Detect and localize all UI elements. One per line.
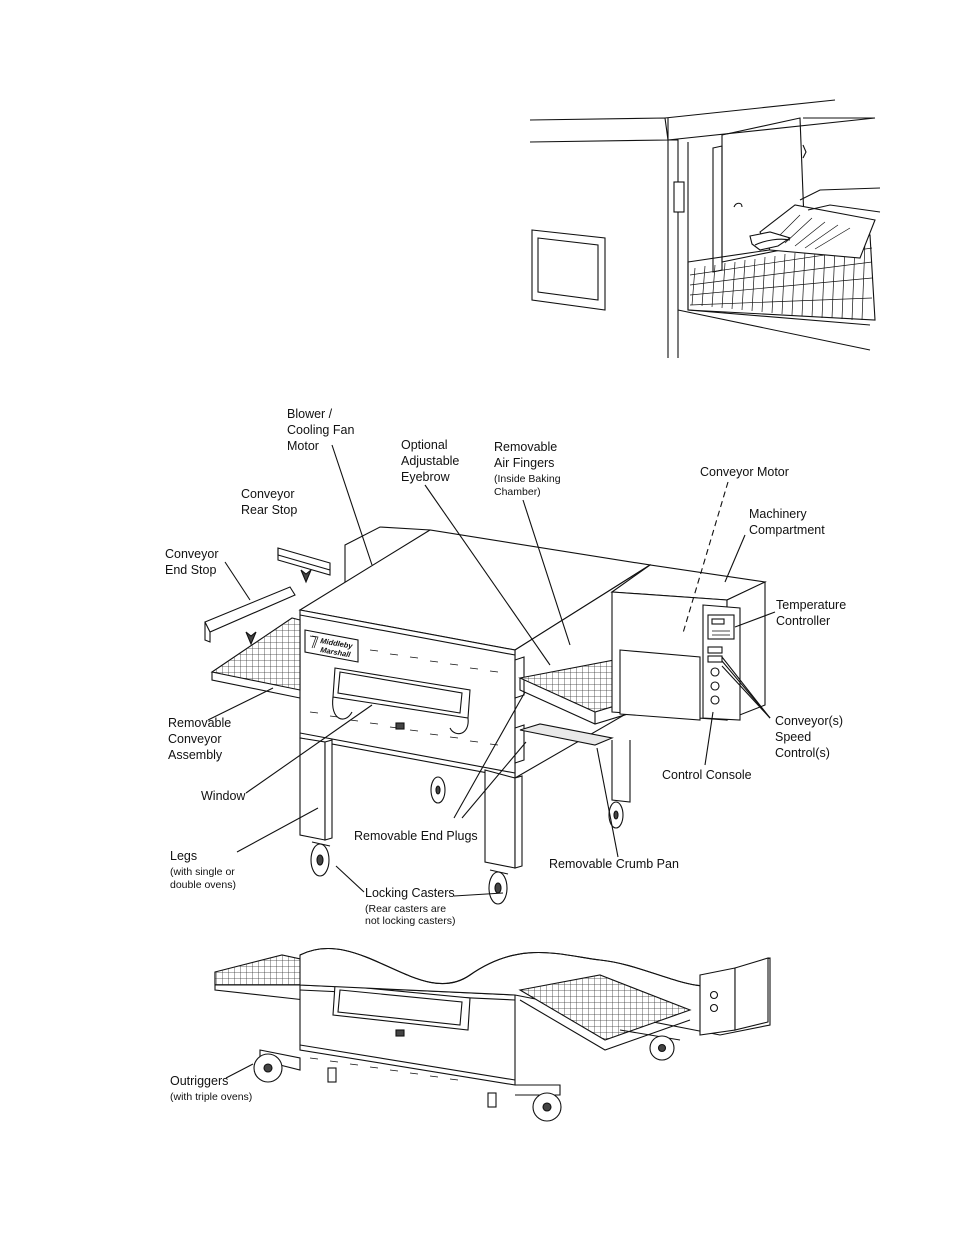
label-rear-stop-1: Conveyor bbox=[241, 487, 295, 501]
label-end-stop-2: End Stop bbox=[165, 563, 216, 577]
left-conveyor-belt bbox=[210, 617, 301, 691]
label-air-fingers-note-2: Chamber) bbox=[494, 486, 541, 498]
label-air-fingers-2: Air Fingers bbox=[494, 456, 554, 470]
brand-plate bbox=[304, 629, 359, 663]
outrigger-caster-right bbox=[532, 1092, 562, 1122]
label-conveyor-motor: Conveyor Motor bbox=[700, 465, 789, 479]
conveyor-end-stop bbox=[204, 586, 296, 633]
caster-front-left bbox=[310, 841, 331, 877]
label-control-console: Control Console bbox=[662, 768, 752, 782]
label-window: Window bbox=[201, 789, 246, 803]
label-casters-note-1: (Rear casters are bbox=[365, 903, 446, 915]
labels: Blower / Cooling Fan Motor Optional Adju… bbox=[165, 407, 846, 1103]
caster-rear-left bbox=[430, 776, 446, 804]
label-end-stop-1: Conveyor bbox=[165, 547, 219, 561]
label-blower-3: Motor bbox=[287, 439, 319, 453]
label-machinery-2: Compartment bbox=[749, 523, 825, 537]
label-legs-note-1: (with single or bbox=[170, 866, 235, 878]
label-assembly-3: Assembly bbox=[168, 748, 223, 762]
label-speed-3: Control(s) bbox=[775, 746, 830, 760]
label-eyebrow-1: Optional bbox=[401, 438, 448, 452]
label-machinery-1: Machinery bbox=[749, 507, 807, 521]
label-crumb-pan: Removable Crumb Pan bbox=[549, 857, 679, 871]
label-end-plugs: Removable End Plugs bbox=[354, 829, 478, 843]
label-air-fingers-1: Removable bbox=[494, 440, 557, 454]
label-legs: Legs bbox=[170, 849, 197, 863]
outrigger-caster-left bbox=[253, 1053, 283, 1083]
label-speed-2: Speed bbox=[775, 730, 811, 744]
label-assembly-2: Conveyor bbox=[168, 732, 222, 746]
label-assembly-1: Removable bbox=[168, 716, 231, 730]
label-outriggers-note: (with triple ovens) bbox=[170, 1091, 252, 1103]
leader-lines bbox=[207, 444, 776, 1079]
label-legs-note-2: double ovens) bbox=[170, 879, 236, 891]
label-eyebrow-2: Adjustable bbox=[401, 454, 459, 468]
label-blower-2: Cooling Fan bbox=[287, 423, 354, 437]
label-casters: Locking Casters bbox=[365, 886, 455, 900]
main-oven: Middleby Marshall bbox=[204, 526, 767, 905]
triple-oven-view bbox=[214, 948, 771, 1122]
caster-front-right bbox=[488, 869, 509, 905]
label-speed-1: Conveyor(s) bbox=[775, 714, 843, 728]
conveyor-rear-stop bbox=[277, 547, 331, 576]
label-rear-stop-2: Rear Stop bbox=[241, 503, 297, 517]
label-casters-note-2: not locking casters) bbox=[365, 915, 455, 927]
label-temp-1: Temperature bbox=[776, 598, 846, 612]
label-temp-2: Controller bbox=[776, 614, 830, 628]
outrigger-caster-back bbox=[649, 1035, 675, 1061]
label-outriggers: Outriggers bbox=[170, 1074, 228, 1088]
label-blower-1: Blower / bbox=[287, 407, 333, 421]
label-air-fingers-note-1: (Inside Baking bbox=[494, 473, 561, 485]
crumb-pan bbox=[519, 723, 614, 746]
inset-illustration bbox=[529, 99, 881, 358]
label-eyebrow-3: Eyebrow bbox=[401, 470, 451, 484]
caster-rear-right bbox=[608, 801, 624, 829]
inset-belt-grid bbox=[689, 241, 873, 321]
